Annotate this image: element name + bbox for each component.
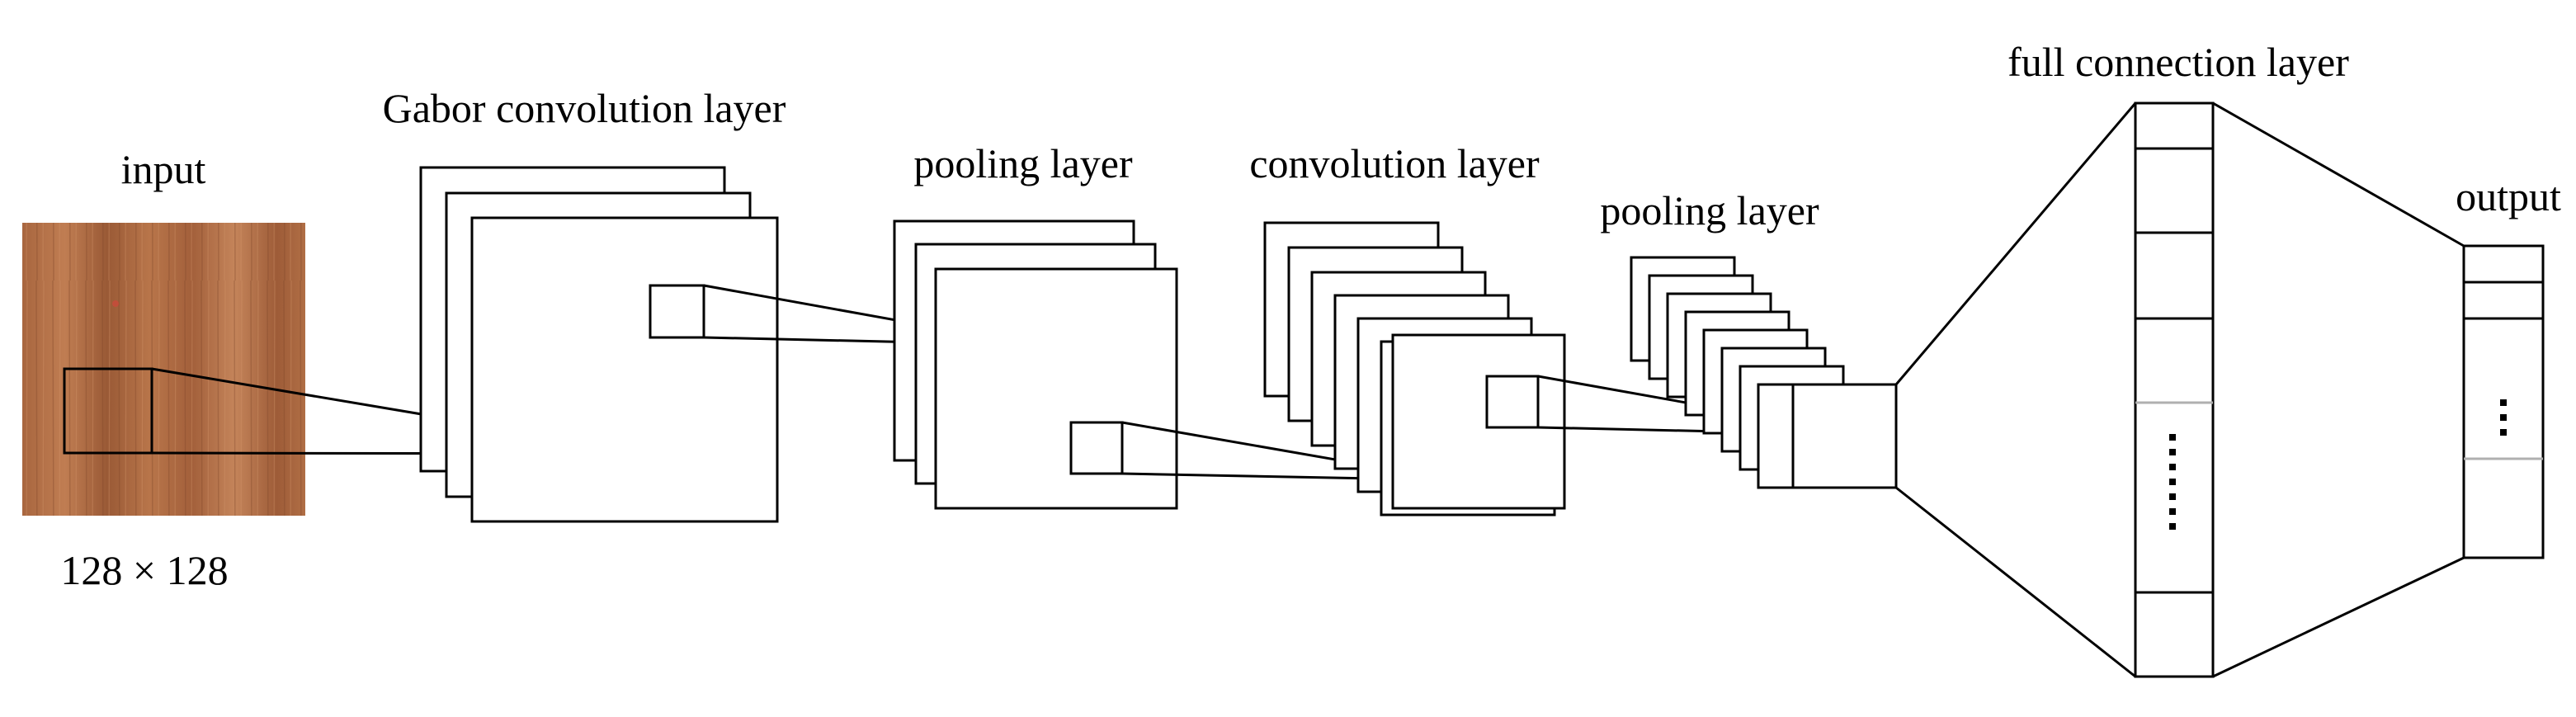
pooling-layer-2: pooling layer	[1600, 187, 1898, 489]
output-ellipsis-icon	[2500, 399, 2507, 436]
feature-map	[470, 216, 779, 523]
fc-neuron-column	[2134, 101, 2215, 678]
full-connection-layer: full connection layer	[2007, 39, 2349, 678]
connection-fc-to-output	[2212, 101, 2465, 678]
pooling1-receptive-field	[1069, 421, 1124, 475]
input-block: input 128 × 128	[22, 146, 305, 593]
gabor-receptive-field	[649, 284, 705, 339]
conv-label: convolution layer	[1249, 140, 1540, 186]
input-size-label: 128 × 128	[60, 547, 228, 593]
gabor-convolution-layer: Gabor convolution layer	[383, 85, 786, 523]
pooling2-label: pooling layer	[1600, 187, 1819, 233]
pooling1-label: pooling layer	[913, 140, 1133, 186]
gabor-conv-label: Gabor convolution layer	[383, 85, 786, 131]
input-label: input	[121, 146, 206, 192]
conv-receptive-field	[1485, 375, 1540, 429]
feature-map	[1791, 383, 1898, 489]
convolution-layer: convolution layer	[1249, 140, 1566, 517]
feature-map	[934, 267, 1178, 510]
pooling-layer-1: pooling layer	[893, 140, 1178, 510]
output-label: output	[2456, 173, 2561, 219]
feature-map	[1391, 333, 1566, 510]
output-layer: output	[2456, 173, 2561, 559]
connection-pooling2-to-fc	[1894, 102, 2137, 678]
fc-ellipsis-icon	[2169, 434, 2176, 530]
full-connection-label: full connection layer	[2007, 39, 2349, 85]
